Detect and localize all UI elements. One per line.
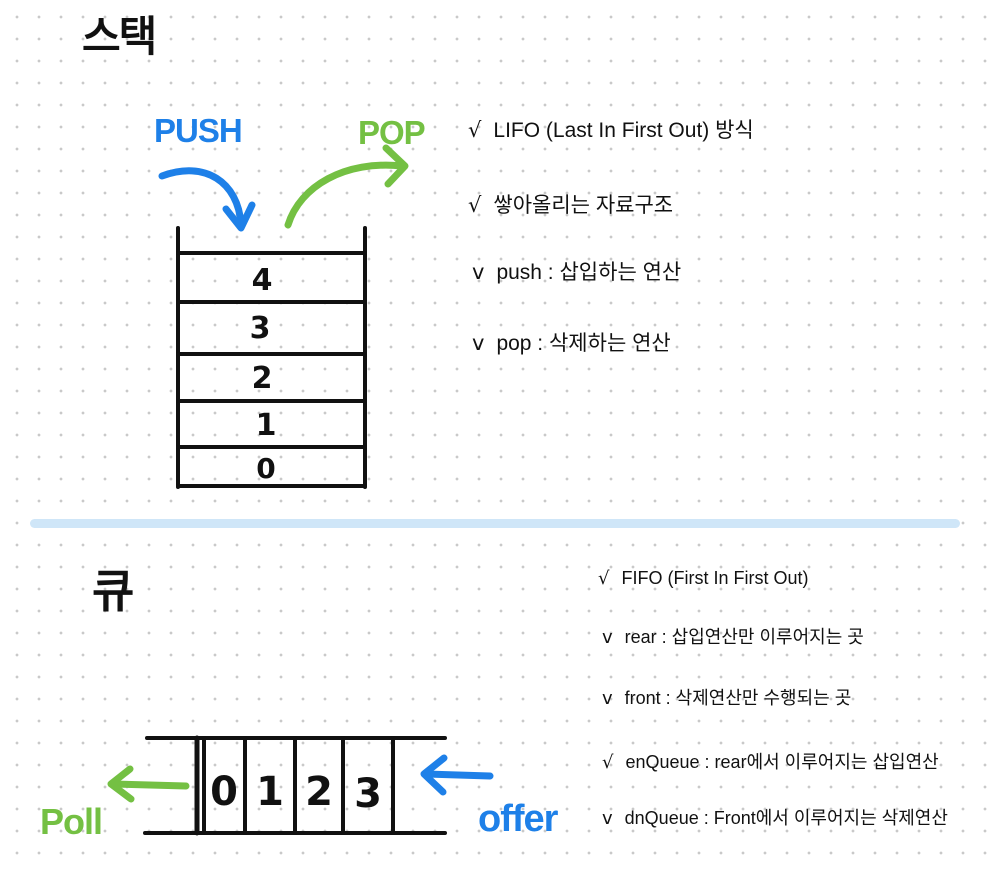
pop-arrow-head — [382, 144, 409, 188]
stack-cell-value: 2 — [252, 361, 273, 396]
push-arrow-shaft — [158, 167, 245, 228]
poll-arrow — [107, 765, 190, 803]
queue-cell-value: 2 — [305, 769, 333, 815]
section-divider — [30, 519, 960, 528]
offer-arrow-head — [420, 754, 448, 796]
note-text: front : 삭제연산만 수행되는 곳 — [624, 688, 852, 708]
check-mark: √ — [468, 118, 482, 142]
queue-note: v front : 삭제연산만 수행되는 곳 — [602, 685, 851, 712]
check-mark: √ — [468, 193, 482, 217]
note-text: FIFO (First In First Out) — [621, 568, 809, 588]
check-mark: √ — [598, 568, 610, 589]
note-text: pop : 삭제하는 연산 — [496, 332, 671, 355]
queue-cell-value: 1 — [256, 769, 284, 815]
note-text: push : 삽입하는 연산 — [496, 261, 682, 284]
stack-cell-value: 4 — [252, 263, 273, 298]
stack-cell-value: 3 — [250, 311, 271, 346]
check-mark: v — [602, 688, 613, 709]
check-mark: v — [602, 627, 613, 648]
queue-note: √ FIFO (First In First Out) — [598, 565, 808, 592]
queue-note: v dnQueue : Front에서 이루어지는 삭제연산 — [602, 805, 948, 832]
check-mark: √ — [602, 752, 614, 773]
poll-arrow-head — [107, 765, 135, 803]
pop-label: POP — [358, 114, 426, 151]
stack-diagram: 4 3 2 1 0 — [176, 226, 367, 489]
queue-note: √ enQueue : rear에서 이루어지는 삽입연산 — [602, 749, 939, 776]
queue-note: v rear : 삽입연산만 이루어지는 곳 — [602, 624, 864, 651]
note-text: dnQueue : Front에서 이루어지는 삭제연산 — [624, 808, 948, 828]
pop-arrow — [284, 144, 409, 229]
stack-note: √ 쌓아올리는 자료구조 — [468, 192, 673, 219]
note-text: 쌓아올리는 자료구조 — [493, 194, 674, 217]
pop-arrow-shaft — [284, 161, 406, 229]
queue-cell-value: 0 — [210, 769, 238, 815]
offer-arrow — [420, 754, 494, 796]
note-text: rear : 삽입연산만 이루어지는 곳 — [624, 627, 864, 647]
offer-arrow-shaft — [422, 770, 494, 780]
stack-cell-value: 1 — [256, 408, 277, 443]
push-arrow — [158, 167, 256, 232]
check-mark: v — [472, 331, 485, 355]
stack-cell-value: 0 — [256, 452, 275, 485]
queue-title: 큐 — [92, 564, 134, 618]
stack-note: v push : 삽입하는 연산 — [472, 259, 681, 286]
queue-cell-value: 3 — [354, 771, 382, 817]
stack-note: √ LIFO (Last In First Out) 방식 — [468, 117, 754, 144]
queue-diagram: 0 1 2 3 — [143, 735, 447, 836]
check-mark: v — [472, 260, 485, 284]
poll-label: Poll — [40, 801, 103, 842]
check-mark: v — [602, 808, 613, 829]
poll-arrow-shaft — [108, 780, 190, 790]
note-text: enQueue : rear에서 이루어지는 삽입연산 — [625, 752, 939, 772]
stack-title: 스택 — [82, 12, 157, 61]
push-arrow-head — [222, 201, 256, 232]
push-label: PUSH — [154, 112, 243, 149]
offer-label: offer — [478, 798, 558, 840]
note-text: LIFO (Last In First Out) 방식 — [493, 119, 754, 142]
stack-note: v pop : 삭제하는 연산 — [472, 330, 671, 357]
